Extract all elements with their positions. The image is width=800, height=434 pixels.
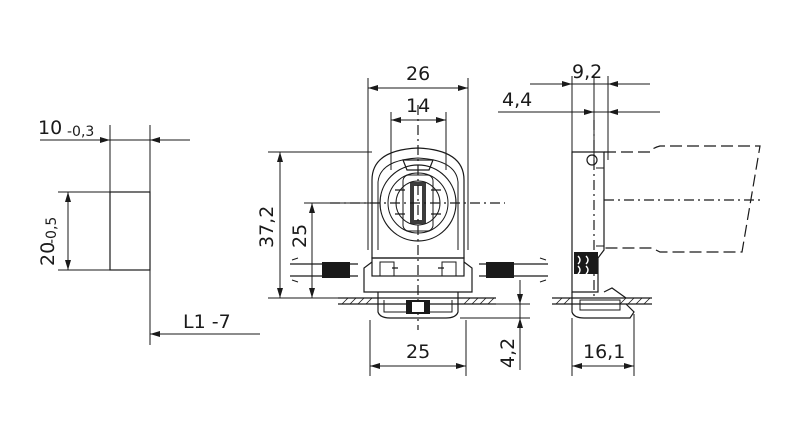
width-main-label: 10: [38, 117, 62, 139]
side-top-width-label: 9,2: [572, 61, 602, 83]
width-tolerance-label: -0,3: [67, 124, 94, 140]
front-view: 26 14: [256, 63, 548, 376]
side-view: 9,2 4,4 16,1: [498, 61, 761, 376]
left-view: 10 -0,3 20 -0,5 L1 -7: [37, 117, 260, 345]
height-main-label: 20: [37, 242, 59, 266]
tube-block: [109, 191, 151, 271]
lamp-tube-outline: [604, 145, 761, 253]
side-offset-label: 4,4: [502, 89, 532, 111]
bottom-height-label: 4,2: [497, 338, 519, 368]
bottom-width-label: 25: [406, 341, 430, 363]
mount-clip: [377, 292, 459, 319]
height-tolerance-label: -0,5: [44, 217, 60, 244]
height-partial-label: 25: [289, 224, 311, 248]
height-total-label: 37,2: [256, 206, 278, 248]
top-outer-label: 26: [406, 63, 430, 85]
length-label: L1 -7: [183, 311, 231, 333]
side-bottom-width-label: 16,1: [583, 341, 625, 363]
